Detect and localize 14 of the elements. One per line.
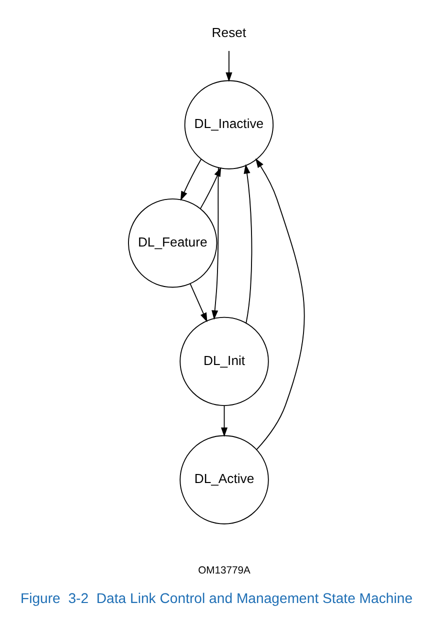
arrow	[190, 282, 208, 322]
arrow	[255, 158, 305, 450]
arrow	[226, 50, 232, 82]
label: OM13779A	[198, 564, 250, 576]
caption: Figure 3-2 Data Link Control and Management State Machine	[20, 589, 413, 606]
arrow	[180, 158, 202, 200]
node-circle: DL_Active	[180, 434, 269, 524]
node-circle: DL_Feature	[128, 198, 218, 288]
arrow	[200, 166, 222, 209]
node-circle: DL_Init	[180, 316, 269, 406]
node-text: Reset	[212, 24, 246, 40]
arrow	[244, 164, 252, 323]
arrow	[220, 404, 228, 436]
arrow	[212, 166, 219, 320]
